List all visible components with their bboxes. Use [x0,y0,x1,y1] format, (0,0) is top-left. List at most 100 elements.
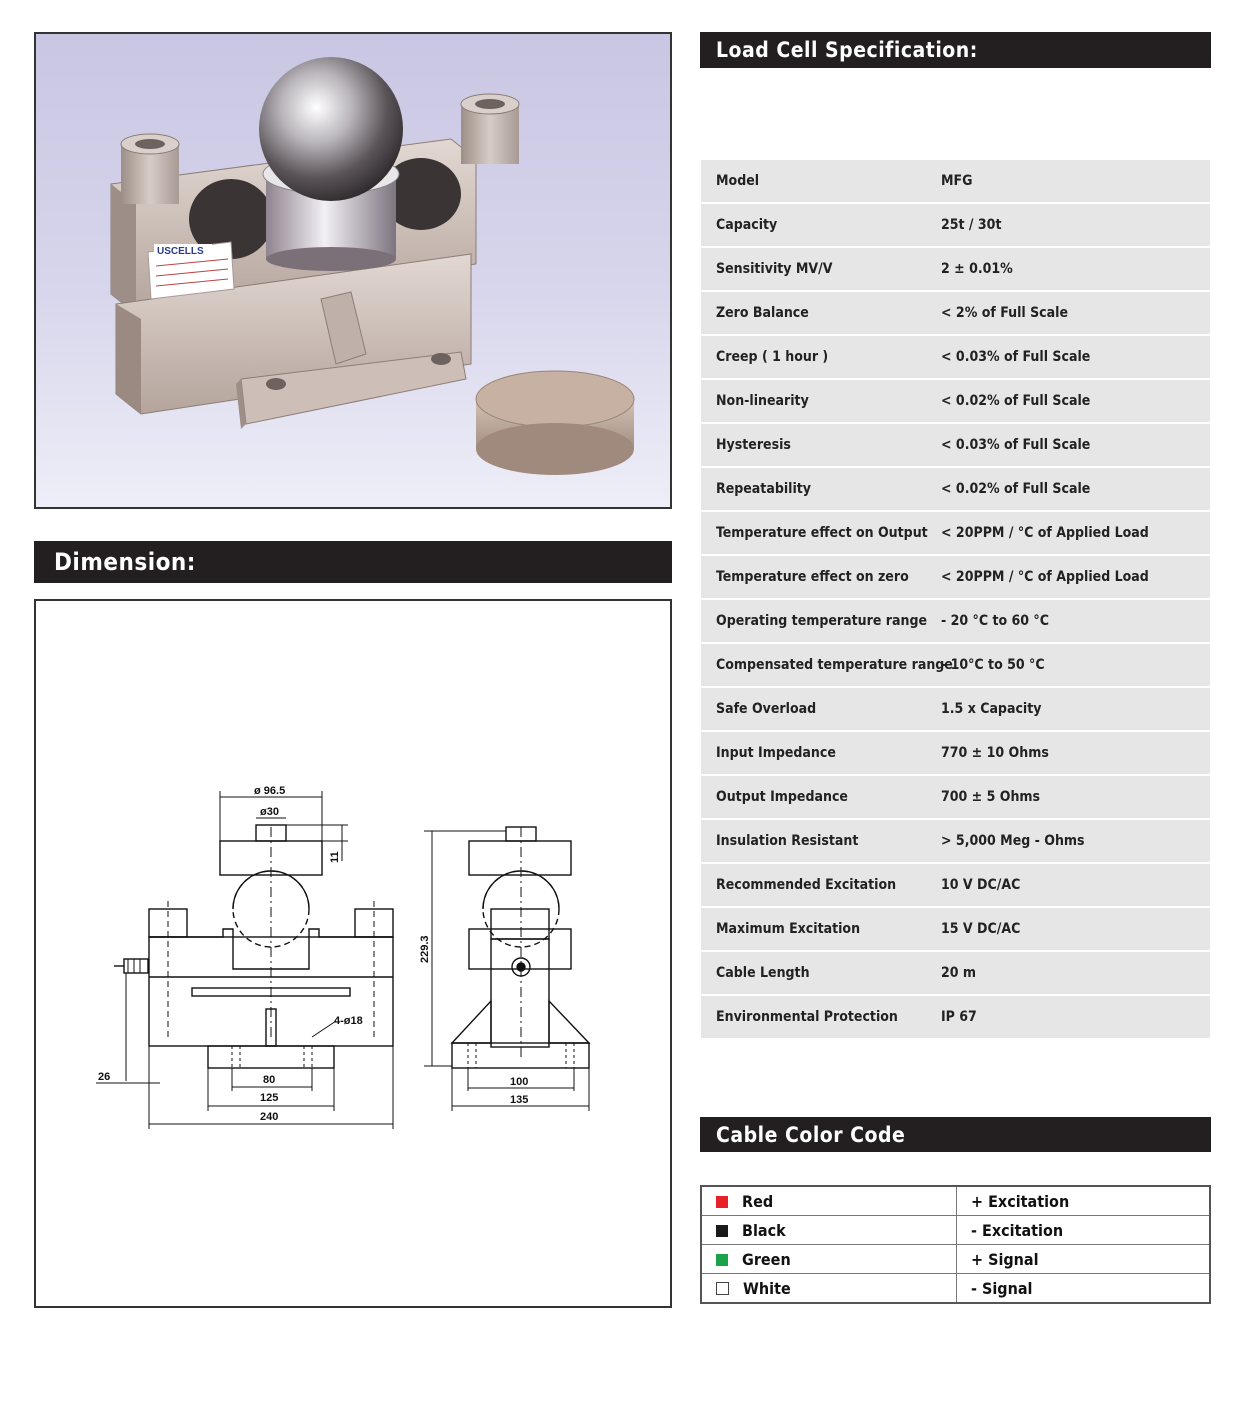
spec-row: Environmental Protection IP 67 [701,996,1210,1038]
dim-width-240: 240 [260,1111,278,1123]
color-swatch-icon [716,1195,728,1208]
spec-value: 10 V DC/AC [941,877,1021,893]
spec-value: MFG [941,173,973,189]
spec-row: Compensated temperature range- 10°C to 5… [701,644,1210,686]
cable-color-cell: White [700,1273,957,1304]
spec-label: Sensitivity MV/V [716,261,833,277]
cable-color-cell: Red [700,1185,957,1216]
color-swatch-icon [716,1281,729,1295]
cable-color-name: White [743,1278,791,1298]
spec-title: Load Cell Specification: [716,38,978,62]
spec-label: Maximum Excitation [716,921,861,937]
spec-value: 25t / 30t [941,217,1002,233]
spec-header: Load Cell Specification: [700,32,1211,68]
dim-diameter-96: ø 96.5 [254,785,285,797]
spec-value: < 20PPM / °C of Applied Load [941,569,1149,585]
spec-label: Temperature effect on Output [716,525,928,541]
cable-row: Green+ Signal [700,1244,1211,1274]
cable-color-name: Red [742,1191,774,1211]
color-swatch-icon [716,1253,728,1266]
spec-row: Cable Length 20 m [701,952,1210,994]
spec-label: Output Impedance [716,789,848,805]
spec-row: Maximum Excitation 15 V DC/AC [701,908,1210,950]
cable-signal: + Signal [956,1244,1211,1274]
spec-value: < 20PPM / °C of Applied Load [941,525,1149,541]
spec-label: Hysteresis [716,437,791,453]
spec-row: Hysteresis < 0.03% of Full Scale [701,424,1210,466]
spec-label: Safe Overload [716,701,817,717]
spec-value: 700 ± 5 Ohms [941,789,1041,805]
spec-label: Capacity [716,217,778,233]
spec-value: 1.5 x Capacity [941,701,1042,717]
spec-row: Zero Balance < 2% of Full Scale [701,292,1210,334]
cable-signal: + Excitation [956,1185,1211,1216]
spec-row: Insulation Resistant > 5,000 Meg - Ohms [701,820,1210,862]
spec-label: Compensated temperature range [716,657,953,673]
spec-label: Zero Balance [716,305,809,321]
dimension-header: Dimension: [34,541,672,583]
dimension-title: Dimension: [54,548,196,576]
load-cell-illustration: USCELLS [110,57,635,475]
spec-row: Model MFG [701,160,1210,202]
spec-value: - 20 °C to 60 °C [941,613,1049,629]
cable-row: Black - Excitation [700,1215,1211,1245]
dimension-drawing: ø 96.5 ø30 11 4-ø18 [34,599,672,1308]
spec-label: Input Impedance [716,745,836,761]
spec-row: Output Impedance 700 ± 5 Ohms [701,776,1210,818]
spec-row: Temperature effect on Output < 20PPM / °C… [701,512,1210,554]
spec-value: 2 ± 0.01% [941,261,1013,277]
spec-label: Insulation Resistant [716,833,859,849]
spec-label: Non-linearity [716,393,809,409]
spec-value: < 0.03% of Full Scale [941,349,1091,365]
dim-height-229: 229.3 [419,935,431,963]
dim-width-80: 80 [263,1074,275,1086]
dim-height-11: 11 [329,851,341,863]
spec-row: Safe Overload 1.5 x Capacity [701,688,1210,730]
dim-diameter-30: ø30 [260,806,279,818]
spec-value: - 10°C to 50 °C [941,657,1045,673]
cable-signal: - Excitation [956,1215,1211,1245]
dim-width-135: 135 [510,1094,528,1106]
cable-color-name: Black [742,1220,786,1240]
spec-label: Recommended Excitation [716,877,897,893]
dim-width-26: 26 [98,1071,110,1083]
cable-color-cell: Green [700,1244,957,1274]
spec-value: > 5,000 Meg - Ohms [941,833,1085,849]
spec-row: Creep ( 1 hour ) < 0.03% of Full Scale [701,336,1210,378]
spec-row: Non-linearity < 0.02% of Full Scale [701,380,1210,422]
dim-width-125: 125 [260,1092,278,1104]
cable-header: Cable Color Code [700,1117,1211,1152]
spec-value: < 2% of Full Scale [941,305,1068,321]
spec-value: < 0.03% of Full Scale [941,437,1091,453]
cable-title: Cable Color Code [716,1122,906,1147]
product-photo: USCELLS [34,32,672,509]
spec-row: Temperature effect on zero< 20PPM / °C o… [701,556,1210,598]
spec-value: 20 m [941,965,977,981]
brand-label: USCELLS [157,246,204,257]
spec-row: Repeatability < 0.02% of Full Scale [701,468,1210,510]
spec-row: Capacity 25t / 30t [701,204,1210,246]
spec-value: 770 ± 10 Ohms [941,745,1049,761]
spec-label: Operating temperature range [716,613,928,629]
spec-row: Recommended Excitation 10 V DC/AC [701,864,1210,906]
spec-label: Cable Length [716,965,810,981]
spec-label: Creep ( 1 hour ) [716,349,829,365]
spec-label: Environmental Protection [716,1009,898,1025]
spec-value: IP 67 [941,1009,977,1025]
spec-label: Model [716,173,760,189]
spec-row: Sensitivity MV/V 2 ± 0.01% [701,248,1210,290]
dim-width-100: 100 [510,1076,528,1088]
spec-value: < 0.02% of Full Scale [941,481,1091,497]
spec-value: 15 V DC/AC [941,921,1021,937]
color-swatch-icon [716,1224,728,1237]
technical-drawing: ø 96.5 ø30 11 4-ø18 [96,785,591,1129]
spec-label: Repeatability [716,481,812,497]
cable-signal: - Signal [956,1273,1211,1304]
cable-row: White - Signal [700,1273,1211,1304]
dim-holes: 4-ø18 [334,1015,363,1027]
spec-value: < 0.02% of Full Scale [941,393,1091,409]
spec-row: Input Impedance 770 ± 10 Ohms [701,732,1210,774]
cable-row: Red + Excitation [700,1185,1211,1216]
